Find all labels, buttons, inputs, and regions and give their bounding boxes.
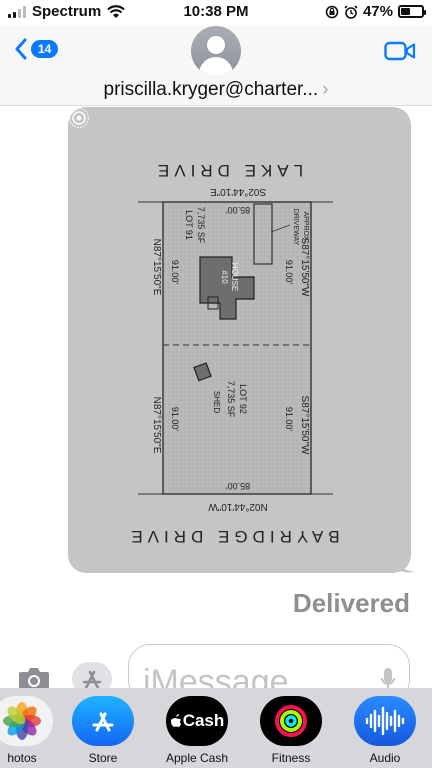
lot91-label: LOT 91: [184, 210, 194, 240]
signal-icon: [8, 5, 26, 18]
top-width-label: 85.00': [226, 205, 251, 215]
bottom-street-label: BAYRIDGE DRIVE: [126, 527, 339, 546]
app-store[interactable]: Store: [63, 696, 143, 765]
plat-map: LAKE DRIVE BAYRIDGE DRIVE S02°44'10"E 85…: [126, 161, 339, 546]
photos-icon: [0, 696, 53, 746]
house-label: HOUSE: [230, 263, 239, 291]
dim-91-right: 91.00': [284, 260, 294, 285]
driveway: [253, 203, 273, 265]
wifi-icon: [107, 4, 125, 18]
lot92-label: LOT 92: [238, 384, 248, 414]
bubble-tail: [395, 556, 415, 573]
chevron-left-icon: [15, 38, 27, 60]
parcel-outline: [162, 201, 312, 495]
status-bar: Spectrum 10:38 PM 47%: [0, 0, 432, 26]
carrier-label: Spectrum: [32, 3, 102, 20]
top-street-label: LAKE DRIVE: [153, 161, 303, 180]
audio-icon: [354, 696, 416, 746]
battery-icon: [398, 5, 426, 18]
alarm-icon: [344, 4, 358, 19]
battery-percent: 47%: [362, 3, 393, 20]
dim-91-left: 91.00': [170, 260, 180, 285]
photo-message[interactable]: LAKE DRIVE BAYRIDGE DRIVE S02°44'10"E 85…: [68, 107, 411, 573]
driveway-label-2: DRIVEWAY: [292, 209, 299, 246]
contact-avatar[interactable]: [191, 26, 241, 76]
unread-count-badge: 14: [31, 40, 59, 58]
lot91-area: 7,735 SF: [196, 207, 206, 244]
app-label: Fitness: [271, 751, 311, 765]
house-number-label: #10: [220, 270, 229, 284]
contact-name-button[interactable]: priscilla.kryger@charter...›: [0, 79, 432, 101]
facetime-video-icon[interactable]: [384, 40, 416, 62]
back-button[interactable]: 14: [14, 38, 59, 60]
apple-cash-text: Cash: [182, 711, 225, 730]
status-right: 47%: [325, 3, 426, 20]
chevron-right-icon: ›: [322, 79, 329, 100]
top-bearing-label: S02°44'10"E: [210, 186, 266, 197]
app-fitness[interactable]: Fitness: [251, 696, 331, 765]
app-label: Audio: [369, 751, 401, 765]
app-audio[interactable]: Audio: [345, 696, 425, 765]
right-bearing-lower: S87°15'50"W: [299, 396, 310, 455]
fitness-icon: [260, 696, 322, 746]
shed-footprint: [193, 362, 212, 382]
camera-icon[interactable]: [18, 665, 50, 693]
app-label: hotos: [7, 751, 37, 765]
app-label: Store: [88, 751, 118, 765]
left-bearing-upper: N87°15'50"E: [151, 239, 162, 296]
app-store-small-icon: [82, 670, 102, 690]
dim-92-left: 91.00': [170, 407, 180, 432]
rotation-lock-icon: [325, 5, 339, 18]
carrier-group: Spectrum: [8, 3, 125, 20]
driveway-label-1: APPROX.: [302, 211, 309, 242]
contact-name: priscilla.kryger@charter...: [103, 79, 319, 100]
lot92-area: 7,735 SF: [226, 381, 236, 418]
left-bearing-lower: N87°15'50"E: [151, 397, 162, 454]
clock: 10:38 PM: [183, 3, 249, 20]
apple-cash-icon: Cash: [166, 696, 228, 746]
app-photos[interactable]: hotos: [0, 696, 62, 765]
right-bearing-upper: S87°15'50"W: [299, 238, 310, 297]
house-footprint: [199, 256, 255, 320]
dim-92-right: 91.00': [284, 407, 294, 432]
app-drawer: hotos Store Cash Apple Cash Fitness: [0, 688, 432, 768]
app-apple-cash[interactable]: Cash Apple Cash: [157, 696, 237, 765]
live-photo-icon[interactable]: [68, 107, 90, 129]
bottom-width-label: 85.00': [226, 481, 251, 491]
app-label: Apple Cash: [165, 751, 229, 765]
conversation-header: 14 priscilla.kryger@charter...›: [0, 26, 432, 106]
app-store-icon: [72, 696, 134, 746]
delivery-status: Delivered: [292, 588, 410, 618]
shed-label: SHED: [212, 391, 221, 413]
bottom-bearing-label: N02°44'10"W: [208, 501, 268, 512]
